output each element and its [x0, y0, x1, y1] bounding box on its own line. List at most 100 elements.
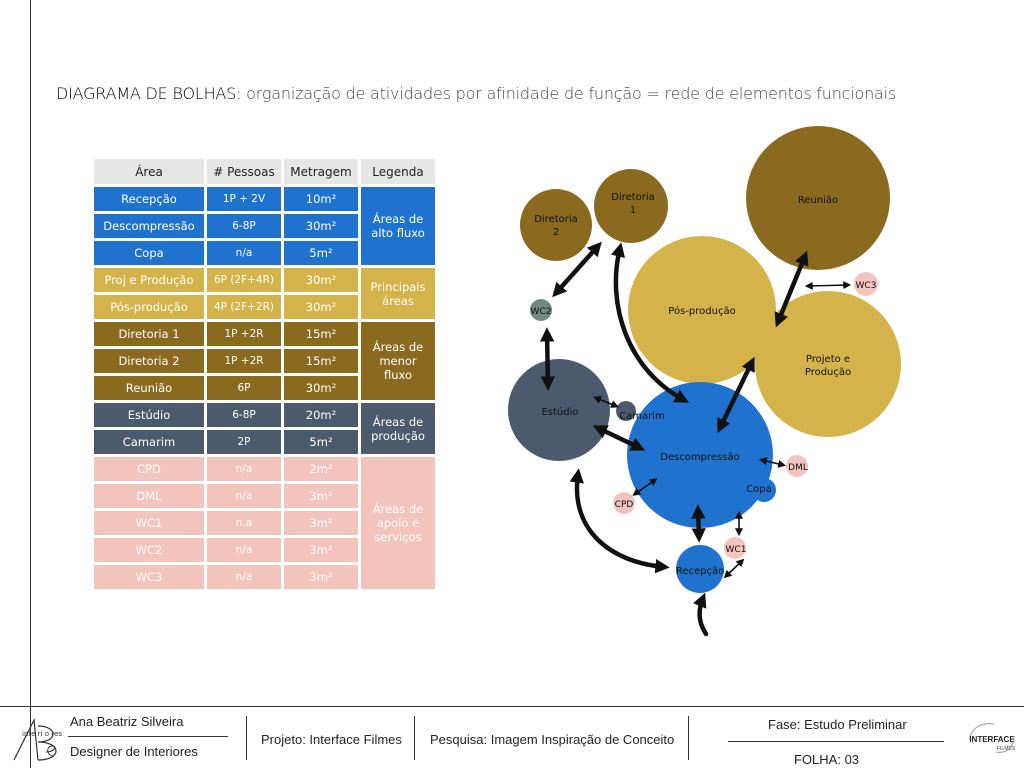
cell-area: Copa: [94, 241, 204, 265]
cell-area: CPD: [94, 457, 204, 481]
bubble-wc1: [724, 537, 746, 559]
cell-area: WC3: [94, 565, 204, 589]
legend-line: apoio e: [376, 516, 420, 530]
arrow-wc2-diretoria: [552, 241, 602, 298]
label-recepcao: Recepção: [676, 566, 724, 577]
table-row: WC2 n/a 3m²: [94, 538, 435, 562]
arrow-wc2-estudio: [539, 327, 556, 391]
cell-pessoas: 6-8P: [207, 403, 281, 427]
cell-area: Estúdio: [94, 403, 204, 427]
label-pos-producao: Pós-produção: [668, 305, 735, 317]
arrow-camarim: [593, 396, 619, 408]
footer-separator: [688, 716, 689, 760]
legend-alto-fluxo: Áreas de alto fluxo: [361, 187, 435, 265]
footer-pesquisa: Pesquisa: Imagem Inspiração de Conceito: [430, 732, 675, 747]
cell-area: DML: [94, 484, 204, 508]
header-area: Área: [94, 159, 204, 184]
header-pessoas: # Pessoas: [207, 159, 281, 184]
cell-area: Diretoria 2: [94, 349, 204, 373]
footer-rule-right: [728, 741, 944, 742]
label-wc3: WC3: [856, 281, 877, 291]
cell-area: Camarim: [94, 430, 204, 454]
arrow-wc1-recepcao: [723, 558, 745, 579]
cell-metragem: 30m²: [284, 214, 358, 238]
cell-metragem: 30m²: [284, 295, 358, 319]
bubble-wc2: [530, 299, 552, 321]
header-legenda: Legenda: [361, 159, 435, 184]
designer-name: Ana Beatriz Silveira: [70, 714, 184, 729]
legend-menor-fluxo: Áreas de menor fluxo: [361, 322, 435, 400]
arrow-dml: [758, 457, 787, 468]
cell-pessoas: 1P +2R: [207, 349, 281, 373]
cell-area: Pós-produção: [94, 295, 204, 319]
label-diretoria-1-l2: 1: [630, 205, 636, 216]
bubble-reuniao: [746, 126, 890, 270]
cell-metragem: 3m²: [284, 565, 358, 589]
margin-line: [30, 0, 31, 768]
footer-separator: [414, 716, 415, 760]
label-reuniao: Reunião: [798, 195, 838, 206]
legend-producao: Áreas de produção: [361, 403, 435, 454]
bubble-wc3: [854, 272, 878, 296]
cell-pessoas: 6-8P: [207, 214, 281, 238]
label-descompressao: Descompressão: [660, 452, 739, 463]
table-row: Diretoria 1 1P +2R 15m² Áreas de menor f…: [94, 322, 435, 400]
bubble-estudio: [508, 359, 610, 461]
bubble-dml: [786, 455, 808, 477]
table-row: WC3 n/a 3m²: [94, 565, 435, 589]
legend-line: serviços: [374, 530, 422, 544]
table-row: Estúdio 6-8P 20m² Áreas de produção: [94, 403, 435, 454]
label-estudio: Estúdio: [541, 406, 578, 418]
cell-metragem: 3m²: [284, 511, 358, 535]
designer-logo: inte ri o res: [13, 717, 62, 761]
cell-metragem: 5m²: [284, 241, 358, 265]
cell-pessoas: n/a: [207, 241, 281, 265]
cell-area: Descompressão: [94, 214, 204, 238]
arrow-entrada-recepcao: [693, 592, 709, 637]
label-wc2: WC2: [531, 307, 552, 317]
logo-left-text: inte ri o res: [22, 730, 62, 738]
label-projeto-l2: Produção: [805, 367, 851, 378]
table-row: WC1 n.a 3m²: [94, 511, 435, 535]
cell-pessoas: n.a: [207, 511, 281, 535]
logo-right-text-1: INTERFACE: [969, 735, 1015, 744]
label-diretoria-2-l1: Diretoria: [534, 214, 578, 225]
legend-line: alto fluxo: [371, 226, 425, 240]
cell-pessoas: n/a: [207, 457, 281, 481]
interface-filmes-logo: INTERFACE FILMES: [969, 723, 1016, 753]
cell-pessoas: 1P + 2V: [207, 187, 281, 211]
designer-role: Designer de Interiores: [70, 744, 198, 759]
page-title: DIAGRAMA DE BOLHAS: organização de ativi…: [56, 84, 896, 103]
table-row: Recepção 1P + 2V 10m² Áreas de alto flux…: [94, 187, 435, 265]
cell-pessoas: n/a: [207, 565, 281, 589]
label-diretoria-2-l2: 2: [553, 227, 559, 238]
cell-metragem: 15m²: [284, 349, 358, 373]
footer-projeto: Projeto: Interface Filmes: [261, 732, 402, 747]
arrow-pos-descompressao: [717, 356, 755, 434]
bubble-diretoria-1: [594, 169, 668, 243]
table-row: Camarim 2P 5m²: [94, 430, 435, 454]
legend-line: Áreas de: [372, 502, 424, 516]
table-row: Proj e Produção 6P (2F+4R) 30m² Principa…: [94, 268, 435, 319]
bubble-recepcao: [676, 545, 724, 593]
cell-pessoas: 4P (2F+2R): [207, 295, 281, 319]
table-row: Descompressão 6-8P 30m²: [94, 214, 435, 238]
cell-area: Diretoria 1: [94, 322, 204, 346]
table-row: Reunião 6P 30m²: [94, 376, 435, 400]
footer-separator: [246, 716, 247, 760]
arrow-wc3: [804, 281, 852, 290]
legend-line: Áreas de: [372, 340, 424, 354]
arrow-reuniao-projeto: [774, 250, 809, 328]
bubble-projeto-producao: [755, 291, 901, 437]
legend-line: produção: [371, 428, 425, 443]
table-row: Pós-produção 4P (2F+2R) 30m²: [94, 295, 435, 319]
cell-area: WC2: [94, 538, 204, 562]
legend-principais: Principais áreas: [361, 268, 435, 319]
arrow-diretoria-descompressao: [610, 242, 690, 403]
footer-rule-left: [68, 736, 228, 737]
title-rest: organização de atividades por afinidade …: [241, 84, 897, 103]
logo-right-text-2: FILMES: [997, 746, 1016, 752]
bubble-diagram: Reunião Diretoria 1 Diretoria 2 Pós-prod…: [508, 126, 901, 637]
label-copa: Copa: [746, 484, 772, 495]
footer-divider: [0, 706, 1024, 707]
